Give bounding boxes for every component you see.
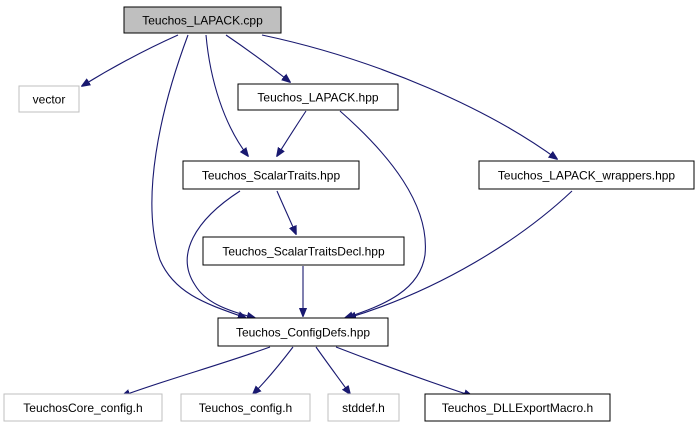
node-teuchos-config[interactable]: Teuchos_config.h bbox=[180, 393, 311, 422]
edge-wrappers-to-config-defs bbox=[348, 190, 573, 318]
edge-config-defs-to-dll-export bbox=[335, 346, 472, 396]
node-config-defs-label: Teuchos_ConfigDefs.hpp bbox=[236, 326, 370, 340]
edge-scalar-traits-to-decl bbox=[276, 190, 296, 234]
node-scalar-traits[interactable]: Teuchos_ScalarTraits.hpp bbox=[182, 160, 360, 190]
edge-config-defs-to-core-config bbox=[122, 346, 271, 396]
node-core-config-label: TeuchosCore_config.h bbox=[23, 401, 142, 415]
edge-root-to-vector bbox=[82, 34, 179, 86]
node-root-label: Teuchos_LAPACK.cpp bbox=[142, 14, 263, 28]
edge-root-to-wrappers bbox=[261, 34, 557, 159]
edge-config-defs-to-stddef bbox=[315, 346, 350, 394]
node-lapack-hpp-label: Teuchos_LAPACK.hpp bbox=[257, 91, 379, 105]
edges bbox=[82, 34, 573, 396]
edge-scalar-traits-to-config-defs bbox=[186, 190, 255, 318]
node-dll-export[interactable]: Teuchos_DLLExportMacro.h bbox=[424, 393, 611, 422]
edge-root-to-lapack-hpp bbox=[225, 34, 290, 82]
node-vector[interactable]: vector bbox=[18, 85, 80, 113]
node-scalar-traits-label: Teuchos_ScalarTraits.hpp bbox=[202, 169, 341, 183]
edge-root-to-scalar-traits bbox=[205, 34, 248, 156]
edge-config-defs-to-teuchos-config bbox=[253, 346, 294, 394]
node-lapack-wrappers[interactable]: Teuchos_LAPACK_wrappers.hpp bbox=[478, 160, 695, 190]
node-vector-label: vector bbox=[33, 93, 66, 107]
node-scalar-traits-decl-label: Teuchos_ScalarTraitsDecl.hpp bbox=[222, 245, 385, 259]
node-teuchos-config-label: Teuchos_config.h bbox=[199, 401, 292, 415]
node-config-defs[interactable]: Teuchos_ConfigDefs.hpp bbox=[217, 317, 389, 347]
edge-root-to-config-defs bbox=[151, 34, 246, 318]
node-lapack-wrappers-label: Teuchos_LAPACK_wrappers.hpp bbox=[498, 169, 676, 183]
node-stddef[interactable]: stddef.h bbox=[327, 393, 400, 422]
node-root[interactable]: Teuchos_LAPACK.cpp bbox=[123, 6, 282, 34]
node-core-config[interactable]: TeuchosCore_config.h bbox=[3, 393, 163, 422]
node-dll-export-label: Teuchos_DLLExportMacro.h bbox=[442, 401, 593, 415]
edge-lapack-hpp-to-scalar-traits bbox=[277, 110, 307, 156]
node-stddef-label: stddef.h bbox=[342, 401, 385, 415]
edge-lapack-hpp-to-config-defs bbox=[339, 110, 426, 318]
node-lapack-hpp[interactable]: Teuchos_LAPACK.hpp bbox=[237, 83, 399, 111]
node-scalar-traits-decl[interactable]: Teuchos_ScalarTraitsDecl.hpp bbox=[202, 236, 405, 266]
